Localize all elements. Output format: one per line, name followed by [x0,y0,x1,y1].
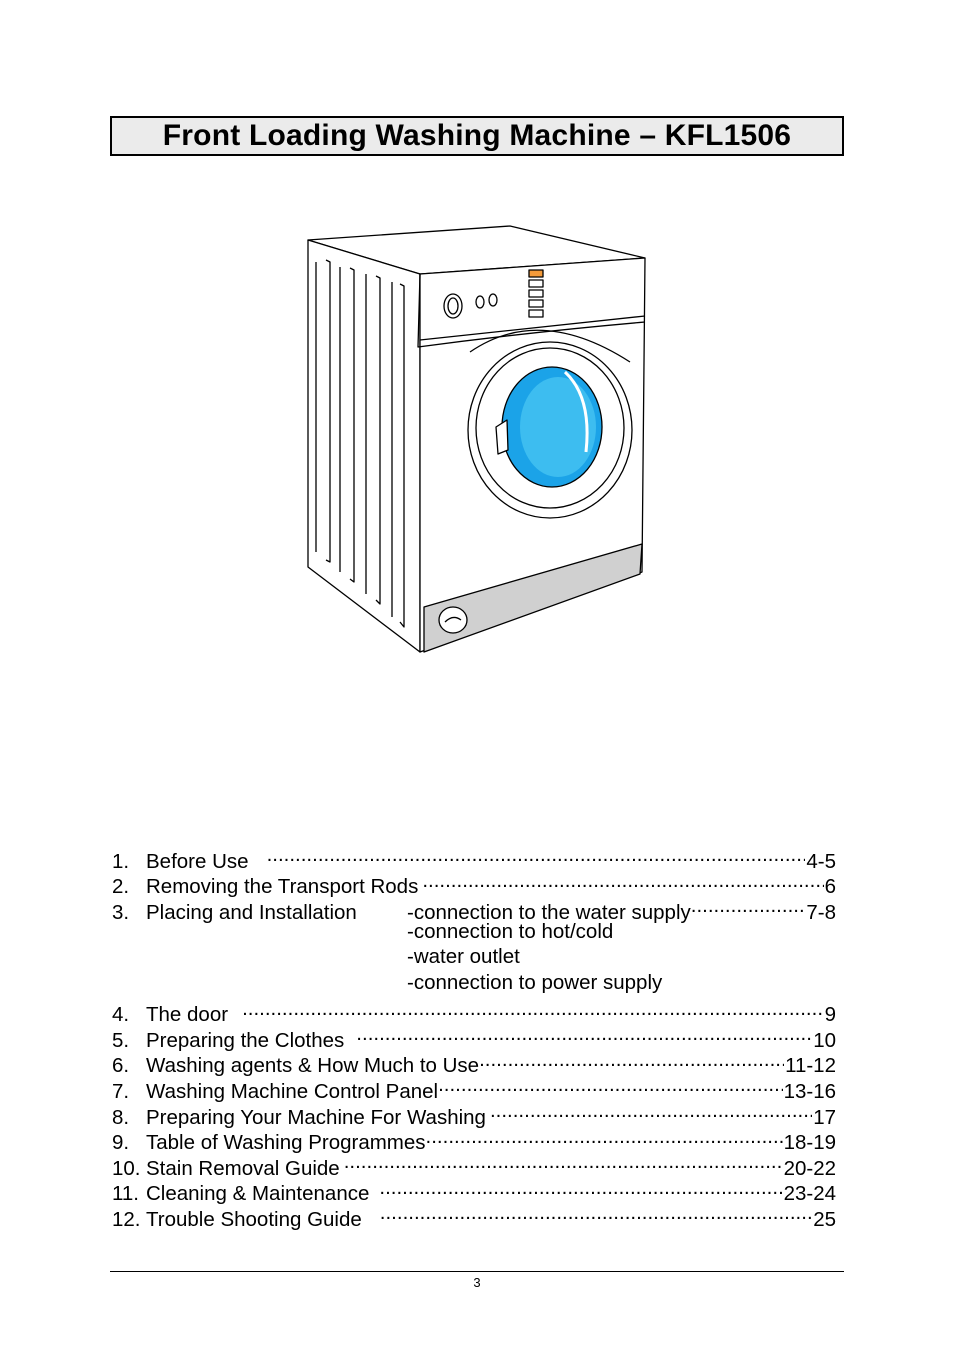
toc-page: 9 [824,1003,836,1027]
toc-number: 12. [112,1207,141,1231]
toc-page: 25 [813,1207,836,1231]
toc-title: Preparing the Clothes [146,1028,345,1052]
toc-continuation-text: -connection to hot/cold [407,919,614,943]
toc-entry[interactable]: 5. Preparing the Clothes 10 [112,1021,836,1052]
toc-number: 2. [112,875,130,899]
toc-leader-dots [344,1149,783,1175]
toc-entry[interactable]: 7. Washing Machine Control Panel 13-16 [112,1072,836,1103]
toc-number: 9. [112,1131,130,1155]
toc-title: Preparing Your Machine For Washing [146,1105,486,1129]
toc-number: 6. [112,1054,130,1078]
toc-entry[interactable]: 1. Before Use 4-5 [112,842,836,873]
toc-entry[interactable]: 8. Preparing Your Machine For Washing 17 [112,1098,836,1129]
toc-title: Cleaning & Maintenance [146,1182,370,1206]
toc-title: Washing agents & How Much to Use [146,1054,480,1078]
toc-title: The door [146,1003,229,1027]
toc-page: 6 [824,875,836,899]
toc-number: 7. [112,1079,130,1103]
toc-entry[interactable]: 11. Cleaning & Maintenance 23-24 [112,1175,836,1206]
toc-title: Trouble Shooting Guide [146,1207,362,1231]
toc-entry[interactable]: 12. Trouble Shooting Guide 25 [112,1200,836,1231]
document-title: Front Loading Washing Machine – KFL1506 [162,119,792,152]
toc-page: 20-22 [783,1156,836,1180]
toc-leader-dots [691,893,806,919]
toc-subtitle: -connection to the water supply [407,900,691,924]
toc-page: 17 [813,1105,836,1129]
toc-continuation: -connection to hot/cold [112,919,836,945]
toc-entry[interactable]: 10. Stain Removal Guide 20-22 [112,1149,836,1180]
washing-machine-icon [307,225,646,653]
toc-leader-dots [242,996,824,1022]
toc-leader-dots [426,1124,783,1150]
toc-leader-dots [380,1200,812,1226]
toc-leader-dots [356,1021,812,1047]
toc-number: 8. [112,1105,130,1129]
toc-number: 4. [112,1003,130,1027]
toc-page: 18-19 [783,1131,836,1155]
toc-entry[interactable]: 9. Table of Washing Programmes 18-19 [112,1124,836,1155]
toc-continuation-text: -water outlet [407,945,520,969]
toc-leader-dots [479,1047,784,1073]
toc-title: Stain Removal Guide [146,1156,340,1180]
toc-leader-dots [267,842,806,868]
toc-leader-dots [422,868,823,894]
toc-title: Washing Machine Control Panel [146,1079,439,1103]
toc-continuation-text: -connection to power supply [407,970,663,994]
toc-leader-dots [379,1175,782,1201]
toc-entry[interactable]: 2. Removing the Transport Rods 6 [112,868,836,899]
toc-title: Before Use [146,849,249,873]
toc-title: Removing the Transport Rods [146,875,419,899]
toc-page: 10 [813,1028,836,1052]
toc-leader-dots [438,1072,782,1098]
toc-number: 1. [112,849,130,873]
toc-number: 10. [112,1156,141,1180]
toc-number: 5. [112,1028,130,1052]
toc-continuation: -water outlet [112,944,836,970]
footer-rule [110,1271,844,1272]
page-number: 3 [473,1275,481,1290]
toc-title: Placing and Installation [146,900,357,924]
toc-leader-dots [490,1098,812,1124]
toc-entry[interactable]: 3. Placing and Installation -connection … [112,893,836,924]
toc-number: 11. [112,1182,139,1206]
document-title-box: Front Loading Washing Machine – KFL1506 [110,116,844,156]
toc-page: 11-12 [785,1054,836,1078]
toc-entry[interactable]: 4. The door 9 [112,996,836,1027]
toc-continuation: -connection to power supply [112,970,836,996]
toc-page: 7-8 [806,900,836,924]
toc-number: 3. [112,900,130,924]
table-of-contents: 1. Before Use 4-5 2. Removing the Transp… [112,842,836,1231]
toc-entry[interactable]: 6. Washing agents & How Much to Use 11-1… [112,1047,836,1078]
